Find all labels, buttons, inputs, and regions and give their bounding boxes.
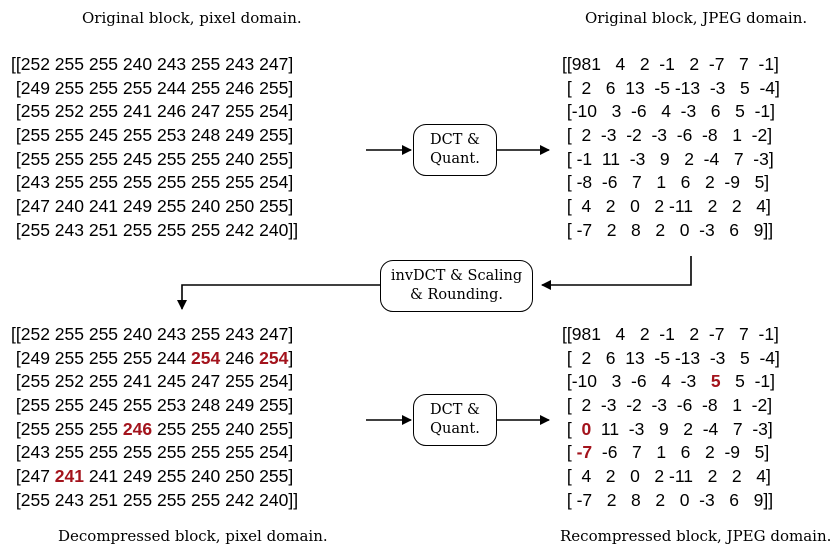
- box-label-line: DCT &: [430, 132, 480, 148]
- matrix-row: [ 4 2 0 2 -11 2 2 4]: [562, 466, 771, 487]
- matrix-row: [ -7 2 8 2 0 -3 6 9]]: [562, 219, 774, 240]
- matrix-decompressed-pixel: [[252 255 255 240 243 255 243 247] [249 …: [11, 323, 298, 513]
- arrow-to-invdct: [541, 256, 692, 290]
- matrix-row: [249 255 255 255 244 255 246 255]: [11, 77, 294, 98]
- matrix-row: [255 243 251 255 255 255 242 240]]: [11, 489, 299, 510]
- changed-value: 0: [581, 418, 592, 439]
- changed-value: 254: [259, 347, 289, 368]
- caption-recompressed-jpeg: Recompressed block, JPEG domain.: [560, 527, 830, 545]
- changed-value: 246: [122, 418, 153, 439]
- matrix-row: [ 0 11 -3 9 2 -4 7 -3]: [562, 418, 773, 439]
- matrix-row: [255 255 245 255 253 248 249 255]: [11, 395, 294, 416]
- dct-quant-box-bottom: DCT & Quant.: [413, 394, 497, 446]
- box-label-line: & Rounding.: [410, 287, 503, 303]
- matrix-row: [ 4 2 0 2 -11 2 2 4]: [562, 196, 771, 217]
- changed-value: -7: [576, 442, 593, 463]
- matrix-row: [255 252 255 241 246 247 255 254]: [11, 101, 294, 122]
- matrix-row: [255 255 245 255 253 248 249 255]: [11, 125, 294, 146]
- matrix-original-jpeg: [[981 4 2 -1 2 -7 7 -1] [ 2 6 13 -5 -13 …: [562, 53, 780, 243]
- dct-quant-box-top: DCT & Quant.: [413, 124, 497, 176]
- matrix-row: [ -8 -6 7 1 6 2 -9 5]: [562, 172, 770, 193]
- matrix-row: [255 252 255 241 245 247 255 254]: [11, 371, 294, 392]
- matrix-row: [ 2 6 13 -5 -13 -3 5 -4]: [562, 77, 780, 98]
- matrix-row: [243 255 255 255 255 255 255 254]: [11, 442, 294, 463]
- matrix-row: [[981 4 2 -1 2 -7 7 -1]: [562, 324, 779, 344]
- matrix-row: [255 255 255 245 255 255 240 255]: [11, 148, 294, 169]
- changed-value: 5: [710, 371, 721, 392]
- matrix-original-pixel: [[252 255 255 240 243 255 243 247] [249 …: [11, 53, 298, 243]
- matrix-row: [ -7 2 8 2 0 -3 6 9]]: [562, 489, 774, 510]
- changed-value: 254: [191, 347, 221, 368]
- matrix-row: [ -1 11 -3 9 2 -4 7 -3]: [562, 148, 774, 169]
- changed-value: 241: [54, 466, 84, 487]
- matrix-row: [255 243 251 255 255 255 242 240]]: [11, 219, 299, 240]
- matrix-row: [255 255 255 246 255 255 240 255]: [11, 418, 294, 439]
- arrow-invdct-out: [177, 284, 380, 310]
- box-label-line: Quant.: [430, 421, 480, 437]
- box-label-line: invDCT & Scaling: [390, 268, 523, 284]
- matrix-row: [243 255 255 255 255 255 255 254]: [11, 172, 294, 193]
- box-label-line: DCT &: [430, 402, 480, 418]
- matrix-row: [249 255 255 255 244 254 246 254]: [11, 347, 294, 368]
- caption-original-jpeg: Original block, JPEG domain.: [585, 9, 808, 27]
- matrix-row: [ -7 -6 7 1 6 2 -9 5]: [562, 442, 770, 463]
- invdct-scaling-rounding-box: invDCT & Scaling & Rounding.: [380, 260, 533, 312]
- matrix-row: [ 2 -3 -2 -3 -6 -8 1 -2]: [562, 125, 773, 146]
- matrix-row: [ 2 -3 -2 -3 -6 -8 1 -2]: [562, 395, 773, 416]
- matrix-row: [-10 3 -6 4 -3 6 5 -1]: [562, 101, 776, 122]
- matrix-recompressed-jpeg: [[981 4 2 -1 2 -7 7 -1] [ 2 6 13 -5 -13 …: [562, 323, 780, 513]
- matrix-row: [[252 255 255 240 243 255 243 247]: [11, 54, 294, 74]
- caption-decompressed-pixel: Decompressed block, pixel domain.: [58, 527, 328, 545]
- box-label-line: Quant.: [430, 151, 480, 167]
- matrix-row: [247 241 241 249 255 240 250 255]: [11, 466, 294, 487]
- matrix-row: [247 240 241 249 255 240 250 255]: [11, 196, 294, 217]
- matrix-row: [[252 255 255 240 243 255 243 247]: [11, 324, 294, 344]
- caption-original-pixel: Original block, pixel domain.: [82, 9, 302, 27]
- matrix-row: [-10 3 -6 4 -3 5 5 -1]: [562, 371, 776, 392]
- matrix-row: [ 2 6 13 -5 -13 -3 5 -4]: [562, 347, 780, 368]
- matrix-row: [[981 4 2 -1 2 -7 7 -1]: [562, 54, 779, 74]
